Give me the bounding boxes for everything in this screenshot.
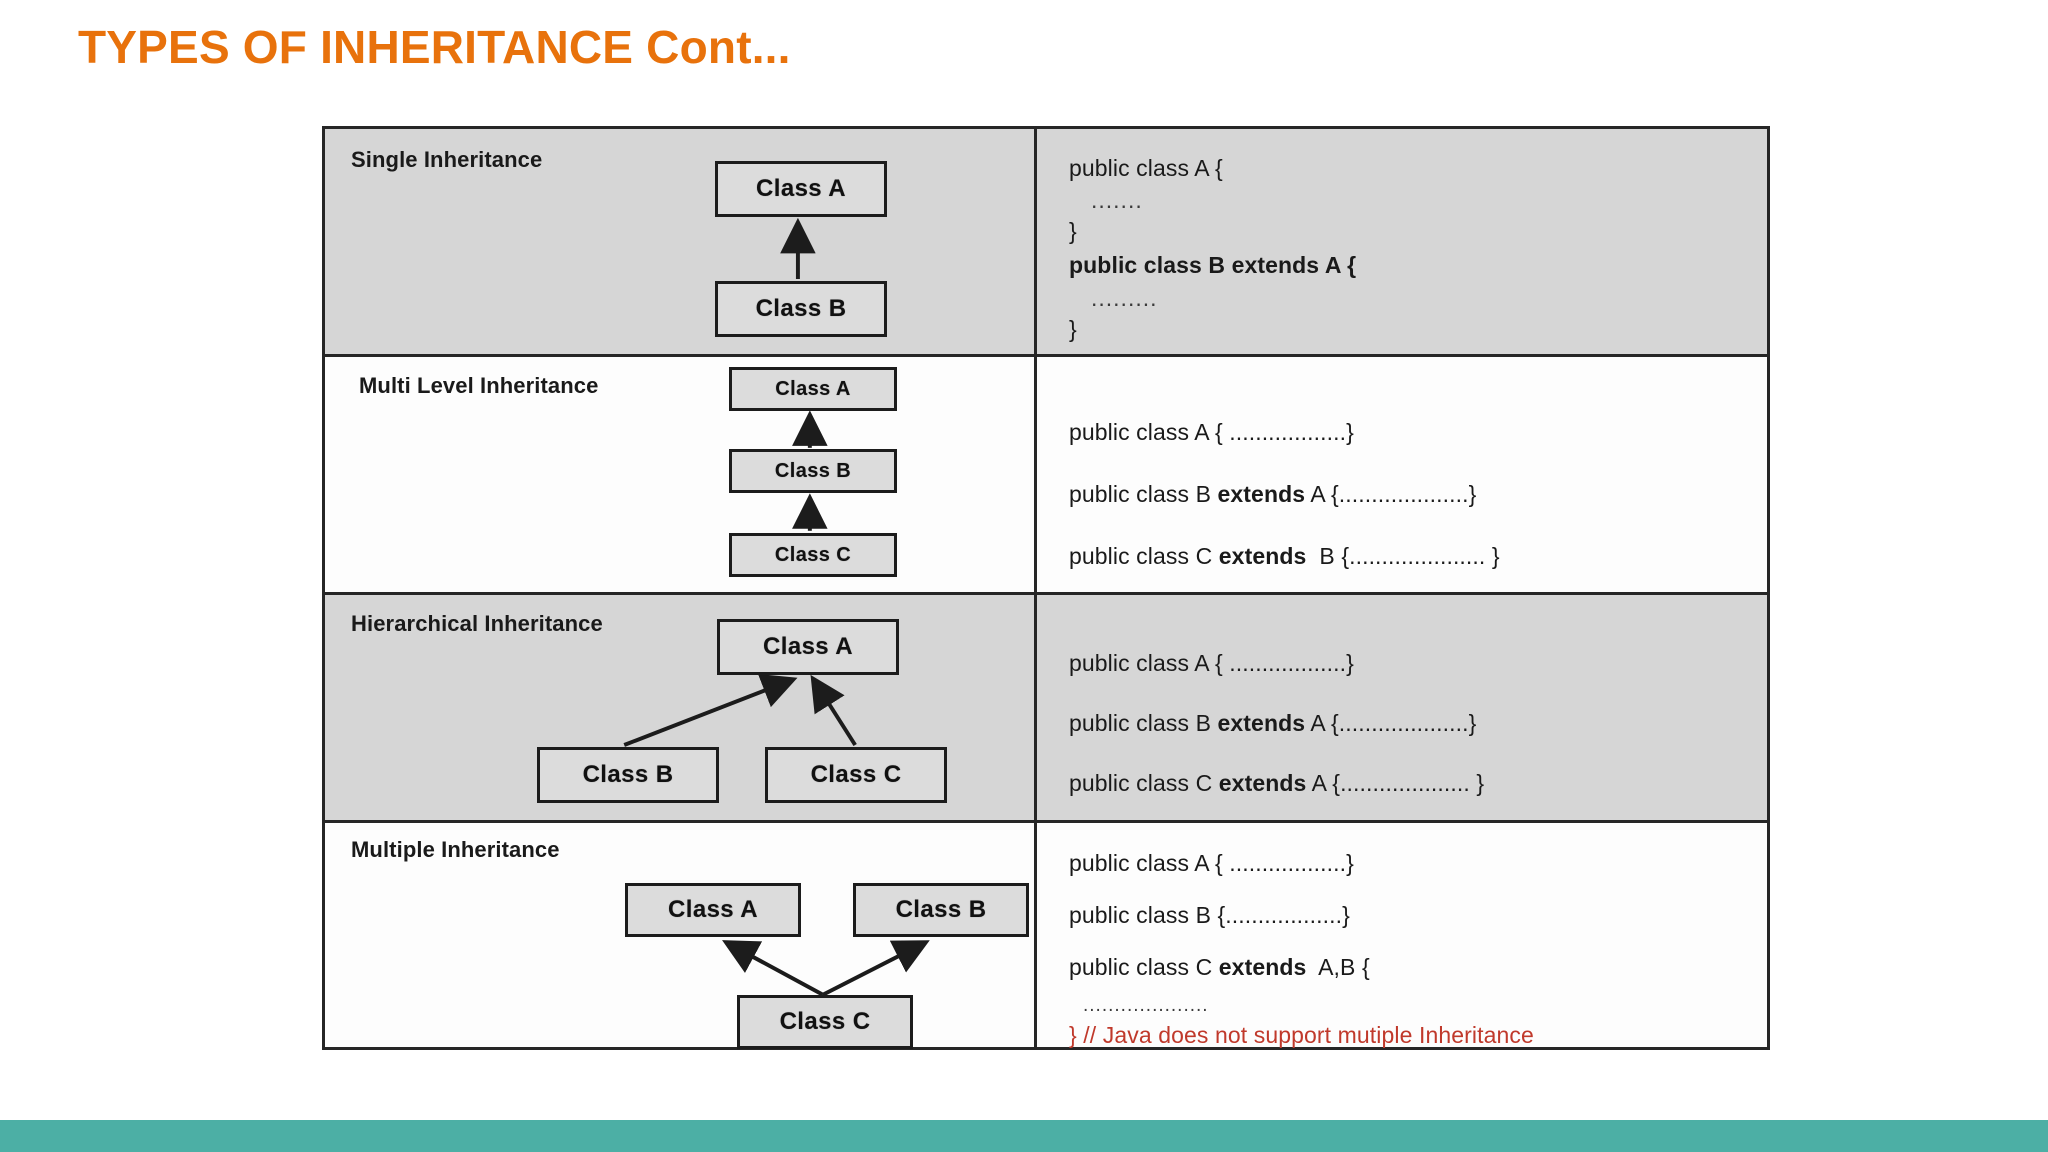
diagram-cell-hierarchical: Hierarchical Inheritance Class A Class B…: [325, 595, 1037, 820]
class-box-c: Class C: [729, 533, 897, 577]
page-title: TYPES OF INHERITANCE Cont...: [78, 21, 791, 73]
diagram-cell-single: Single Inheritance Class A Class B: [325, 129, 1037, 354]
code-line: public class A { ..................}: [1069, 419, 1354, 445]
code-line: public class C extends A,B {: [1069, 954, 1370, 980]
row-label-multiple-inheritance: Multiple Inheritance: [351, 837, 560, 862]
code-block-single: public class A { ....... } public class …: [1069, 151, 1755, 345]
code-block-multilevel: public class A { ..................} pub…: [1069, 401, 1755, 587]
code-block-multiple: public class A { ..................} pub…: [1069, 837, 1755, 1051]
code-line: public class B extends A {..............…: [1069, 481, 1477, 507]
code-line: public class C extends B {..............…: [1069, 543, 1500, 569]
table-row-multilevel-inheritance: Multi Level Inheritance Class A Class B …: [325, 357, 1767, 595]
class-box-a: Class A: [717, 619, 899, 675]
code-line: public class A { ..................}: [1069, 850, 1354, 876]
code-cell-multilevel: public class A { ..................} pub…: [1037, 357, 1767, 592]
class-box-b: Class B: [729, 449, 897, 493]
class-box-a: Class A: [715, 161, 887, 217]
row-label-hierarchical-inheritance: Hierarchical Inheritance: [351, 611, 603, 636]
code-line: .........: [1091, 285, 1158, 311]
inheritance-types-diagram: Single Inheritance Class A Class B publi…: [322, 126, 1770, 1050]
code-cell-hierarchical: public class A { ..................} pub…: [1037, 595, 1767, 820]
footer-accent-bar: [0, 1120, 2048, 1152]
code-line: ....................: [1083, 995, 1209, 1016]
code-line: public class C extends A {..............…: [1069, 770, 1485, 796]
code-line: public class A {: [1069, 155, 1223, 181]
row-label-single-inheritance: Single Inheritance: [351, 147, 543, 172]
class-box-a: Class A: [625, 883, 801, 937]
code-block-hierarchical: public class A { ..................} pub…: [1069, 633, 1755, 813]
diagram-cell-multiple: Multiple Inheritance Class A Class B Cla…: [325, 823, 1037, 1049]
code-line: public class B {..................}: [1069, 902, 1350, 928]
code-line: public class A { ..................}: [1069, 650, 1354, 676]
class-box-a: Class A: [729, 367, 897, 411]
table-row-multiple-inheritance: Multiple Inheritance Class A Class B Cla…: [325, 823, 1767, 1049]
code-line: .......: [1091, 187, 1143, 213]
code-cell-single: public class A { ....... } public class …: [1037, 129, 1767, 354]
class-box-b: Class B: [715, 281, 887, 337]
code-line: }: [1069, 316, 1077, 342]
class-box-b: Class B: [537, 747, 719, 803]
code-cell-multiple: public class A { ..................} pub…: [1037, 823, 1767, 1048]
table-row-single-inheritance: Single Inheritance Class A Class B publi…: [325, 129, 1767, 357]
table-row-hierarchical-inheritance: Hierarchical Inheritance Class A Class B…: [325, 595, 1767, 823]
code-line: public class B extends A {: [1069, 252, 1357, 278]
class-box-c: Class C: [765, 747, 947, 803]
row-label-multilevel-inheritance: Multi Level Inheritance: [359, 373, 599, 398]
diagram-cell-multilevel: Multi Level Inheritance Class A Class B …: [325, 357, 1037, 592]
code-line: }: [1069, 218, 1077, 244]
code-line: public class B extends A {..............…: [1069, 710, 1477, 736]
class-box-b: Class B: [853, 883, 1029, 937]
code-line-warning: } // Java does not support mutiple Inher…: [1069, 1022, 1534, 1048]
class-box-c: Class C: [737, 995, 913, 1049]
